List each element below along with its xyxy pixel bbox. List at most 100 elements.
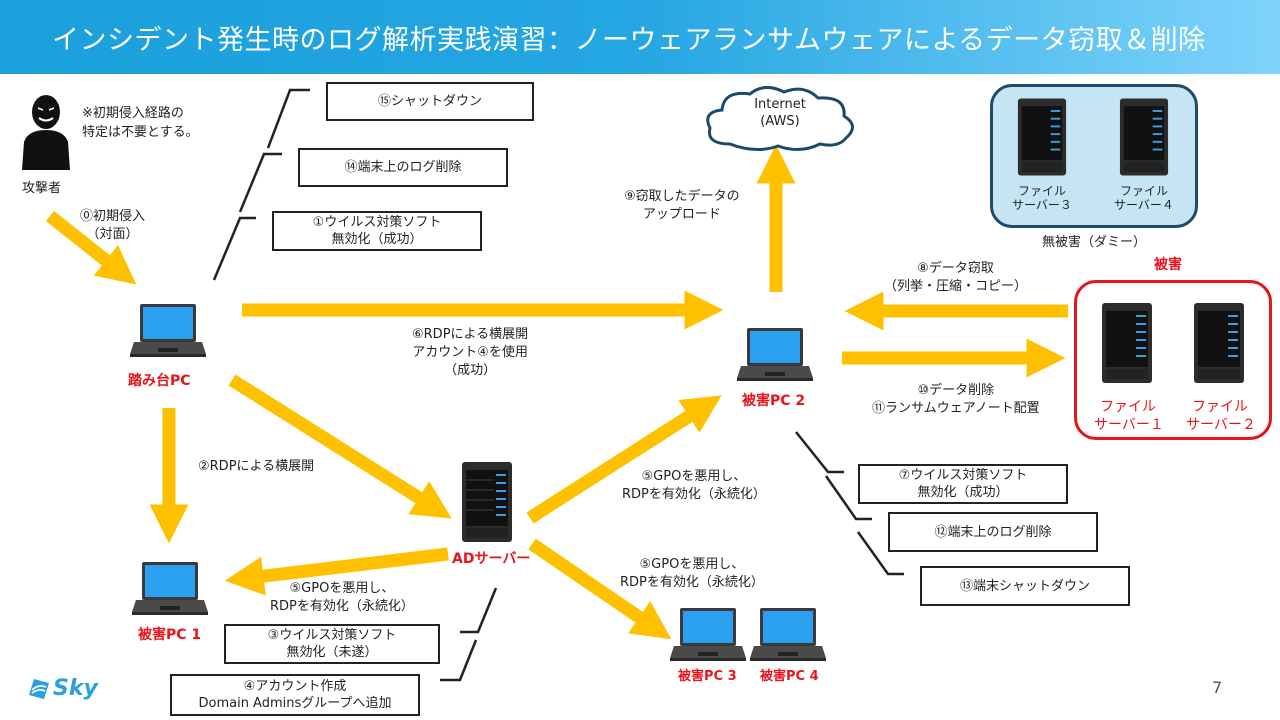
file-server2-label-line1: ファイル — [1192, 399, 1248, 415]
label-step10-11: ⑩データ削除 ⑪ランサムウェアノート配置 — [872, 382, 1040, 418]
file-server4-label: ファイル サーバー４ — [1114, 184, 1174, 212]
file-server1-label-line1: ファイル — [1100, 399, 1156, 415]
victim-pc4-laptop-icon — [750, 608, 826, 661]
internet-label-line1: Internet — [754, 97, 806, 112]
label-step8: ⑧データ窃取 （列挙・圧縮・コピー） — [884, 260, 1027, 296]
label-step6-line3: （成功） — [444, 363, 497, 378]
label-step8-line1: ⑧データ窃取 — [917, 261, 994, 276]
victim-pc1-laptop-icon — [132, 562, 208, 615]
callout-step4-line2: Domain Adminsグループへ追加 — [198, 696, 392, 711]
file-server3-icon — [1017, 98, 1067, 176]
file-server3-label-line2: サーバー３ — [1012, 198, 1072, 212]
callout-step15: ⑮シャットダウン — [326, 82, 534, 121]
arrow-ad-to-pc2 — [526, 395, 722, 524]
victim-pc3-label: 被害PC 3 — [678, 669, 737, 684]
callout-step14: ⑭端末上のログ削除 — [298, 148, 508, 187]
label-step2: ②RDPによる横展開 — [198, 459, 315, 474]
stepping-pc-laptop-icon — [130, 304, 206, 357]
callout-step14-text: ⑭端末上のログ削除 — [344, 160, 462, 175]
callout-step7-line2: 無効化（成功） — [917, 485, 1009, 500]
sky-logo-text: Sky — [53, 676, 98, 701]
callout-step7: ⑦ウイルス対策ソフト 無効化（成功） — [858, 464, 1068, 504]
label-step5-pc2-line1: ⑤GPOを悪用し、 — [641, 469, 747, 484]
label-step6-line1: ⑥RDPによる横展開 — [412, 327, 529, 342]
victim-pc2-label: 被害PC 2 — [742, 393, 806, 409]
label-step5-pc2-line2: RDPを有効化（永続化） — [622, 487, 766, 502]
internet-label-line2: (AWS) — [760, 114, 800, 129]
victim-pc2-laptop-icon — [737, 328, 813, 381]
label-step0-line1: ⓪初期侵入 — [80, 209, 146, 224]
callout-line-step1 — [212, 216, 256, 281]
label-step5-pc34: ⑤GPOを悪用し、 RDPを有効化（永続化） — [620, 556, 764, 592]
file-server3-label: ファイル サーバー３ — [1012, 184, 1072, 212]
sky-logo-icon — [29, 678, 49, 699]
label-step5-pc2: ⑤GPOを悪用し、 RDPを有効化（永続化） — [622, 468, 766, 504]
label-step6: ⑥RDPによる横展開 アカウント④を使用 （成功） — [412, 326, 528, 380]
ad-server-label: ADサーバー — [452, 551, 531, 567]
label-step9: ⑨窃取したデータの アップロード — [624, 188, 740, 224]
label-step5-pc34-line2: RDPを有効化（永続化） — [620, 575, 764, 590]
victim-pc1-label: 被害PC 1 — [138, 627, 202, 643]
callout-step1: ①ウイルス対策ソフト 無効化（成功） — [272, 211, 482, 251]
label-step0: ⓪初期侵入 （対面） — [80, 208, 145, 244]
callout-line-step15 — [266, 88, 310, 149]
callout-line-step13 — [856, 531, 904, 576]
label-step0-line2: （対面） — [86, 227, 139, 242]
arrow-pc-to-ad — [228, 374, 452, 519]
callout-step1-line2: 無効化（成功） — [331, 232, 423, 247]
label-step5-pc34-line1: ⑤GPOを悪用し、 — [639, 557, 745, 572]
callout-line-step7 — [795, 431, 844, 474]
victim-pc3-laptop-icon — [670, 608, 746, 661]
file-server2-label: ファイル サーバー２ — [1186, 398, 1256, 434]
arrow-ad-to-pc34 — [528, 538, 672, 640]
callout-line-step14 — [238, 152, 282, 213]
label-step9-line1: ⑨窃取したデータの — [624, 189, 740, 204]
sky-logo: Sky — [28, 676, 98, 701]
callout-step3-line2: 無効化（未遂） — [286, 645, 378, 660]
slide-title: インシデント発生時のログ解析実践演習：ノーウェアランサムウェアによるデータ窃取＆… — [52, 25, 1206, 56]
arrow-ad-to-pc1 — [224, 547, 449, 596]
callout-step4-line1: ④アカウント作成 — [243, 679, 347, 694]
file-server1-icon — [1102, 303, 1152, 383]
attacker-note-line2: 特定は不要とする。 — [82, 125, 199, 140]
callout-step1-line1: ①ウイルス対策ソフト — [312, 215, 442, 230]
file-server2-label-line2: サーバー２ — [1186, 417, 1256, 433]
callout-step4: ④アカウント作成 Domain Adminsグループへ追加 — [170, 674, 420, 716]
file-server1-label: ファイル サーバー１ — [1094, 398, 1164, 434]
ad-server-icon — [462, 462, 512, 542]
attacker-note-line1: ※初期侵入経路の — [82, 106, 184, 121]
file-server4-icon — [1119, 98, 1169, 176]
file-server1-label-line2: サーバー１ — [1094, 417, 1164, 433]
attacker-label: 攻撃者 — [22, 181, 62, 196]
label-step5-pc1-line2: RDPを有効化（永続化） — [270, 599, 414, 614]
slide-header: インシデント発生時のログ解析実践演習：ノーウェアランサムウェアによるデータ窃取＆… — [0, 0, 1280, 74]
page-number: 7 — [1212, 678, 1223, 697]
damaged-group-caption: 被害 — [1154, 257, 1182, 273]
callout-line-step12 — [824, 475, 872, 521]
callout-step13: ⑬端末シャットダウン — [920, 566, 1130, 606]
label-step9-line2: アップロード — [642, 207, 721, 222]
callout-step12: ⑫端末上のログ削除 — [888, 512, 1098, 552]
attacker-icon — [22, 95, 70, 170]
file-server2-icon — [1194, 303, 1244, 383]
victim-pc4-label: 被害PC 4 — [760, 669, 819, 684]
callout-step3-line1: ③ウイルス対策ソフト — [267, 628, 397, 643]
callout-step3: ③ウイルス対策ソフト 無効化（未遂） — [224, 624, 440, 664]
file-server3-label-line1: ファイル — [1017, 184, 1066, 198]
attacker-note: ※初期侵入経路の 特定は不要とする。 — [82, 104, 199, 142]
callout-step13-text: ⑬端末シャットダウン — [959, 578, 1090, 594]
callout-line-step4 — [440, 639, 478, 682]
label-step5-pc1: ⑤GPOを悪用し、 RDPを有効化（永続化） — [270, 580, 414, 616]
label-step6-line2: アカウント④を使用 — [412, 345, 528, 360]
dummy-group-caption: 無被害（ダミー） — [1042, 235, 1147, 250]
callout-step12-text: ⑫端末上のログ削除 — [934, 524, 1052, 540]
internet-cloud-icon — [706, 86, 854, 151]
label-step10: ⑩データ削除 — [917, 383, 995, 398]
label-step11: ⑪ランサムウェアノート配置 — [872, 401, 1040, 416]
callout-step15-text: ⑮シャットダウン — [377, 94, 482, 109]
arrow-initial-intrusion — [45, 210, 137, 285]
callout-line-step3 — [460, 587, 498, 634]
label-step5-pc1-line1: ⑤GPOを悪用し、 — [289, 581, 395, 596]
file-server4-label-line2: サーバー４ — [1114, 198, 1174, 212]
